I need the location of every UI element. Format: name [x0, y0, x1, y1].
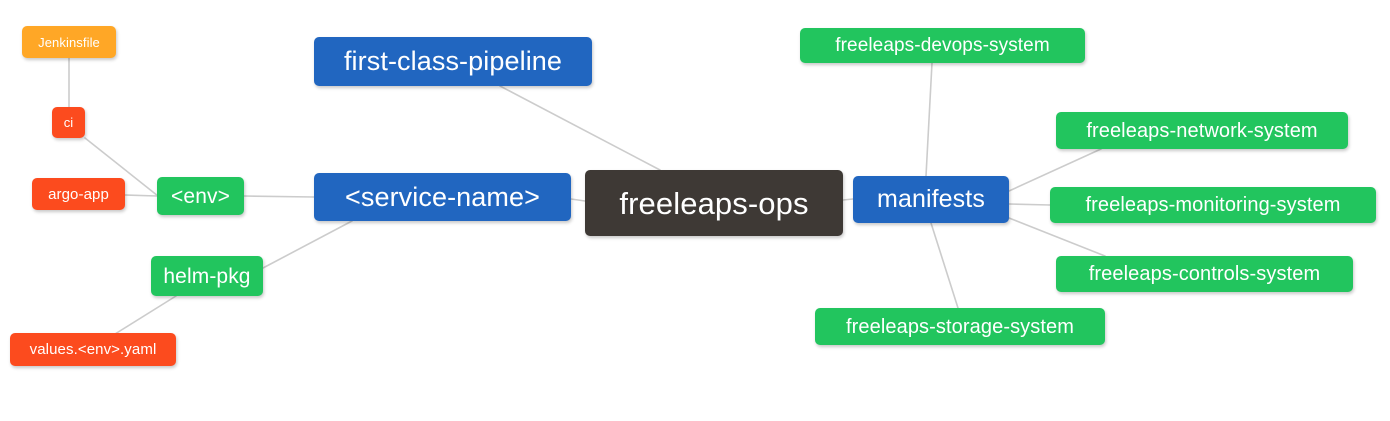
edge-manifests-to-freeleaps-storage-system	[930, 222, 959, 309]
edge-manifests-to-freeleaps-monitoring-system	[1008, 203, 1051, 206]
mindmap-node-ci[interactable]: ci	[52, 107, 85, 138]
edge-manifests-to-freeleaps-devops-system	[925, 62, 933, 177]
edge-helm-pkg-to-values-env-yaml	[114, 295, 177, 335]
mindmap-node-helm-pkg[interactable]: helm-pkg	[151, 256, 263, 296]
mindmap-node-manifests[interactable]: manifests	[853, 176, 1009, 223]
mindmap-node-freeleaps-monitoring-system[interactable]: freeleaps-monitoring-system	[1050, 187, 1376, 223]
mindmap-node-label-manifests: manifests	[877, 185, 985, 213]
edge-freeleaps-ops-to-manifests	[842, 198, 854, 201]
mindmap-node-freeleaps-controls-system[interactable]: freeleaps-controls-system	[1056, 256, 1353, 292]
edge-service-name-to-freeleaps-ops	[570, 198, 586, 202]
edge-manifests-to-freeleaps-network-system	[1008, 148, 1102, 192]
mindmap-node-label-helm-pkg: helm-pkg	[163, 264, 251, 288]
mindmap-node-service-name[interactable]: <service-name>	[314, 173, 571, 221]
mindmap-node-label-jenkinsfile: Jenkinsfile	[38, 34, 100, 50]
mindmap-node-jenkinsfile[interactable]: Jenkinsfile	[22, 26, 116, 58]
mindmap-node-first-class-pipeline[interactable]: first-class-pipeline	[314, 37, 592, 86]
mindmap-node-argo-app[interactable]: argo-app	[32, 178, 125, 210]
mindmap-node-label-freeleaps-network-system: freeleaps-network-system	[1086, 119, 1318, 142]
mindmap-node-label-argo-app: argo-app	[48, 185, 109, 203]
edge-first-class-pipeline-to-freeleaps-ops	[499, 85, 661, 171]
mindmap-node-label-first-class-pipeline: first-class-pipeline	[343, 46, 563, 76]
mindmap-node-freeleaps-storage-system[interactable]: freeleaps-storage-system	[815, 308, 1105, 345]
mindmap-node-label-freeleaps-devops-system: freeleaps-devops-system	[835, 35, 1050, 56]
edge-manifests-to-freeleaps-controls-system	[1008, 217, 1106, 257]
mindmap-node-label-values-env-yaml: values.<env>.yaml	[29, 341, 157, 358]
mindmap-node-label-env: <env>	[171, 184, 230, 208]
mindmap-node-label-freeleaps-monitoring-system: freeleaps-monitoring-system	[1085, 194, 1341, 216]
mindmap-node-label-ci: ci	[63, 115, 74, 130]
mindmap-node-label-freeleaps-storage-system: freeleaps-storage-system	[845, 315, 1075, 338]
mindmap-node-label-freeleaps-ops: freeleaps-ops	[619, 185, 809, 221]
edge-argo-app-to-env	[124, 194, 158, 197]
mindmap-node-freeleaps-devops-system[interactable]: freeleaps-devops-system	[800, 28, 1085, 63]
mindmap-node-values-env-yaml[interactable]: values.<env>.yaml	[10, 333, 176, 366]
mindmap-node-env[interactable]: <env>	[157, 177, 244, 215]
edge-env-to-service-name	[243, 195, 315, 198]
mindmap-node-label-service-name: <service-name>	[345, 181, 540, 212]
mindmap-node-freeleaps-network-system[interactable]: freeleaps-network-system	[1056, 112, 1348, 149]
edge-service-name-to-helm-pkg	[262, 220, 353, 269]
mindmap-node-label-freeleaps-controls-system: freeleaps-controls-system	[1088, 263, 1321, 285]
mindmap-node-freeleaps-ops[interactable]: freeleaps-ops	[585, 170, 843, 236]
